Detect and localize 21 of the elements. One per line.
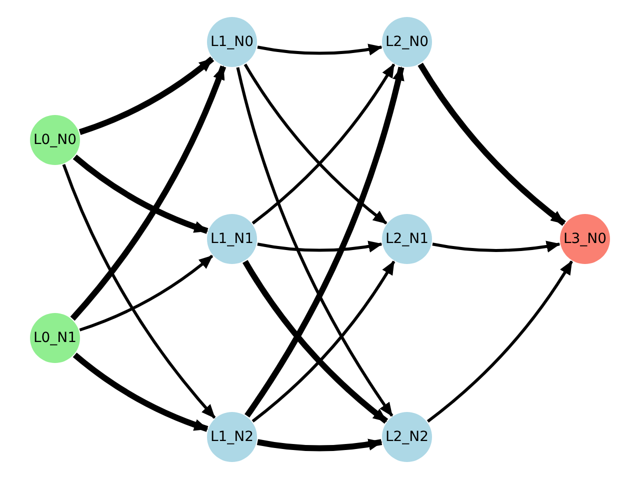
node-label: L2_N1 — [385, 232, 429, 246]
node-label: L0_N0 — [33, 133, 77, 147]
arrow — [256, 438, 382, 452]
arrow — [70, 65, 226, 321]
arrow — [79, 254, 214, 332]
node-label: L1_N2 — [210, 430, 254, 444]
node-label: L2_N2 — [385, 430, 429, 444]
arrow — [418, 62, 566, 226]
arrow — [257, 44, 382, 56]
node-label: L2_N0 — [385, 35, 429, 49]
node-label: L0_N1 — [33, 331, 77, 345]
arrow — [426, 260, 573, 423]
node-label: L1_N0 — [210, 35, 254, 49]
arrow — [78, 56, 214, 135]
arrow — [72, 154, 208, 234]
arrow — [432, 240, 560, 252]
node-label: L3_N0 — [563, 232, 607, 246]
arrow — [257, 240, 382, 252]
node-label: L1_N1 — [210, 232, 254, 246]
arrow — [72, 352, 208, 432]
arrow — [62, 164, 216, 419]
